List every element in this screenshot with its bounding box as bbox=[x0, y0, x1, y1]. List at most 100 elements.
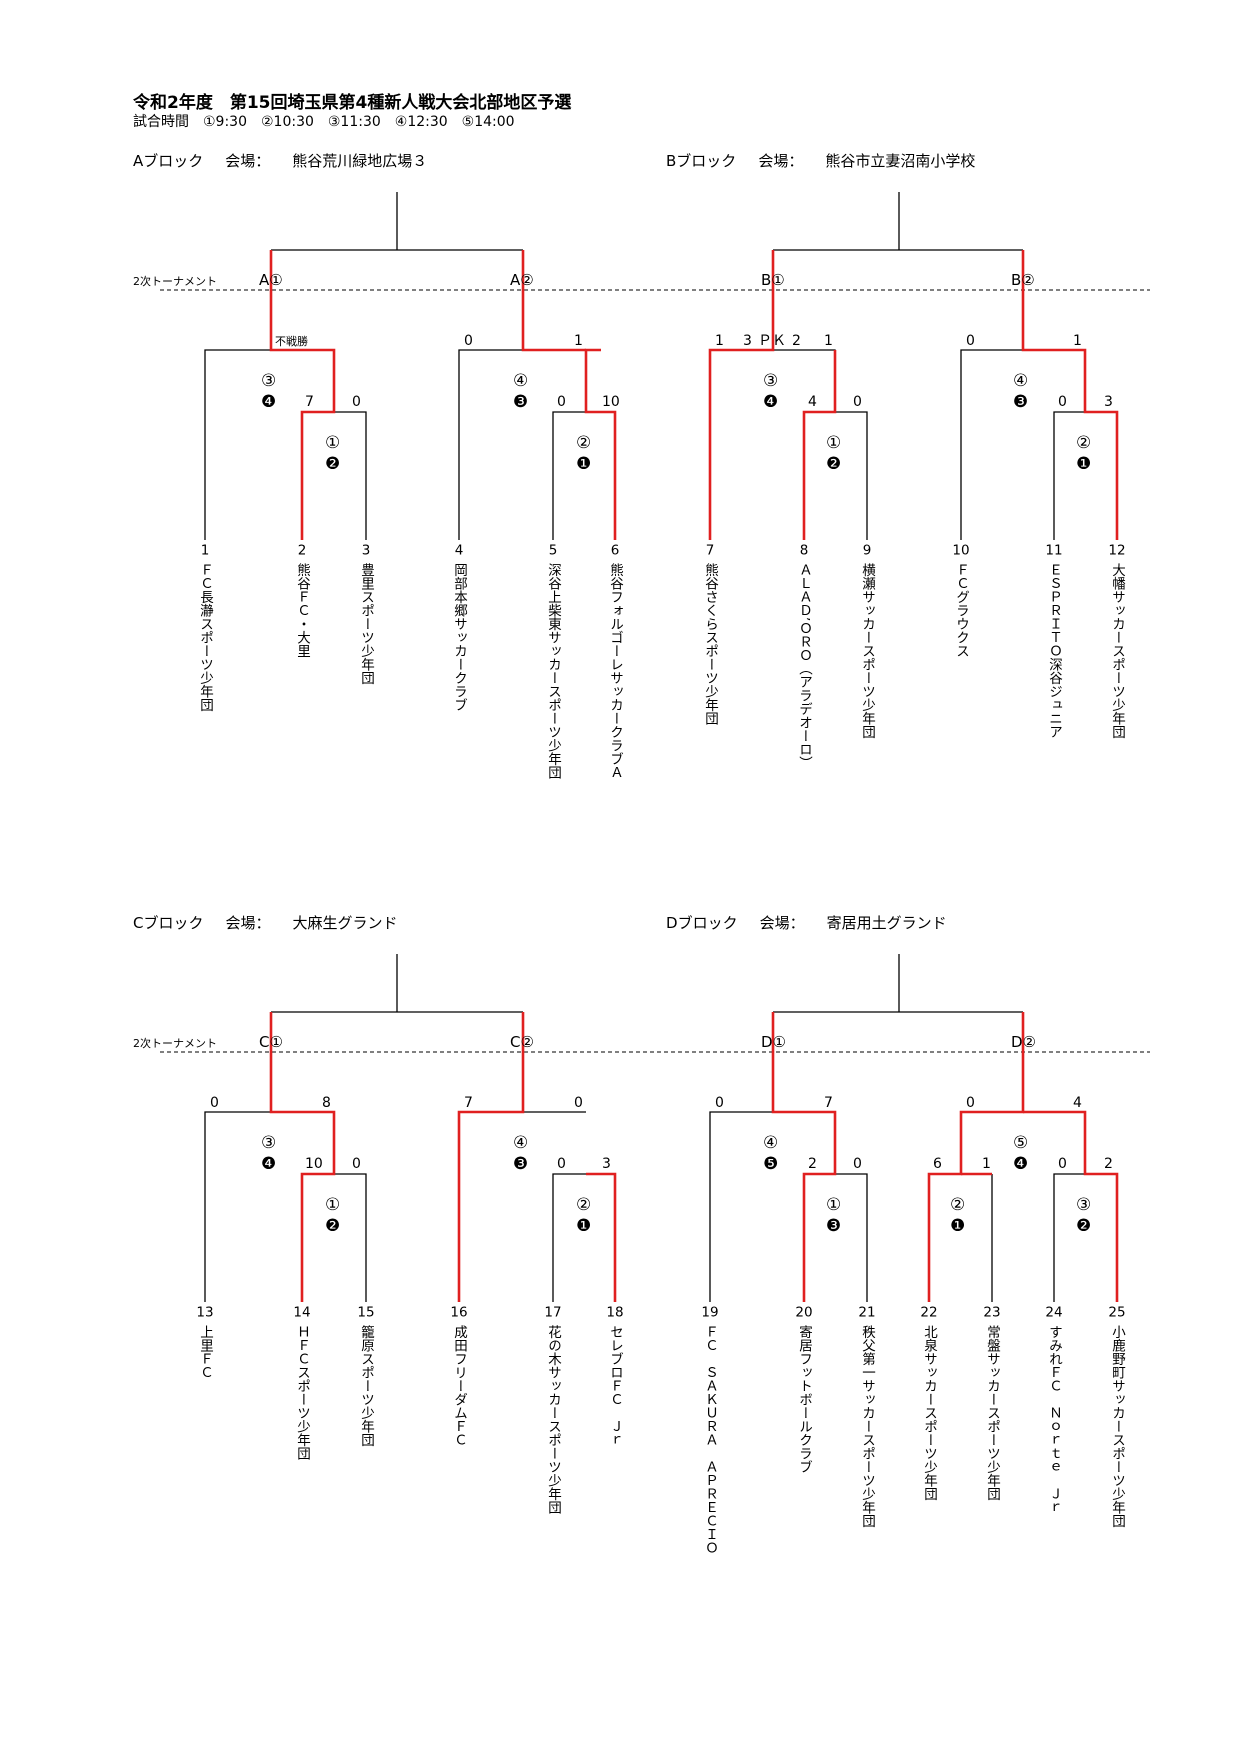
match-time: ② bbox=[576, 433, 591, 453]
team-name: 寄居フットボールクラブ bbox=[796, 1324, 813, 1474]
venue-word: 会場： bbox=[758, 152, 804, 170]
team-number: 10 bbox=[952, 543, 969, 559]
match-order: ❸ bbox=[513, 1154, 528, 1174]
block-c-winner-path bbox=[269, 1012, 617, 1302]
match-time: ② bbox=[576, 1195, 591, 1215]
team-number: 23 bbox=[983, 1305, 1000, 1321]
block-a-header: Aブロック会場：熊谷荒川緑地広場３ bbox=[133, 150, 427, 171]
score: 1 bbox=[715, 333, 724, 349]
block-word: ブロック bbox=[677, 914, 738, 932]
team-number: 11 bbox=[1045, 543, 1062, 559]
team-name: 花の木サッカースポーツ少年団 bbox=[545, 1325, 562, 1515]
team-name: ＦＣ ＳＡＫＵＲＡ ＡＰＲＥＣＩＯ bbox=[702, 1325, 718, 1555]
bracket-top: A① A② B① B② 不戦勝 7 0 0 1 0 10 ③ ❹ ① ❷ ④ ❸… bbox=[160, 192, 1150, 780]
second-round-label-bottom: 2次トーナメント bbox=[133, 1037, 217, 1050]
match-time: ① bbox=[325, 1195, 340, 1215]
block-letter: D bbox=[666, 914, 678, 932]
team-name: 岡部本郷サッカークラブ bbox=[451, 563, 468, 712]
block-c-header: Cブロック会場：大麻生グランド bbox=[133, 912, 398, 933]
block-d-lines bbox=[709, 954, 1085, 1302]
score: 1 bbox=[1073, 333, 1082, 349]
match-order: ❶ bbox=[576, 1216, 591, 1236]
team-name: セレブロＦＣ Ｊｒ bbox=[607, 1325, 624, 1447]
team-number: 5 bbox=[549, 543, 558, 559]
team-name: 小鹿野町サッカースポーツ少年団 bbox=[1109, 1325, 1126, 1528]
final-label: A② bbox=[510, 271, 534, 289]
block-letter: C bbox=[133, 914, 144, 932]
match-order: ❹ bbox=[261, 392, 276, 412]
team-number: 8 bbox=[800, 543, 809, 559]
match-time: ① bbox=[325, 433, 340, 453]
score: 1 bbox=[824, 333, 833, 349]
match-time: ④ bbox=[1013, 371, 1028, 391]
venue-word: 会場： bbox=[225, 914, 271, 932]
final-label: C② bbox=[510, 1033, 534, 1051]
match-time: ① bbox=[826, 433, 841, 453]
score: 4 bbox=[1073, 1095, 1082, 1111]
team-number: 18 bbox=[606, 1305, 623, 1321]
score: 0 bbox=[715, 1095, 724, 1111]
venue-name: 大麻生グランド bbox=[292, 914, 398, 932]
pk-score: 2 bbox=[792, 333, 801, 349]
match-order: ❷ bbox=[826, 454, 841, 474]
final-label: D① bbox=[761, 1033, 786, 1051]
block-c-lines bbox=[204, 954, 586, 1302]
team-name: ＨＦＣスポーツ少年団 bbox=[294, 1325, 311, 1460]
score: 0 bbox=[464, 333, 473, 349]
team-name: 熊谷ＦＣ・大里 bbox=[294, 563, 311, 658]
team-name: 籠原スポーツ少年団 bbox=[358, 1325, 375, 1447]
score: 6 bbox=[933, 1156, 942, 1172]
match-order: ❷ bbox=[325, 1216, 340, 1236]
team-number: 22 bbox=[920, 1305, 937, 1321]
match-order: ❸ bbox=[513, 392, 528, 412]
team-number: 4 bbox=[455, 543, 464, 559]
team-number: 7 bbox=[706, 543, 715, 559]
team-number: 21 bbox=[858, 1305, 875, 1321]
team-name: 熊谷さくらスポーツ少年団 bbox=[702, 563, 719, 726]
score: 0 bbox=[1058, 1156, 1067, 1172]
block-d-header: Dブロック会場：寄居用土グランド bbox=[666, 912, 947, 933]
second-round-label-top: 2次トーナメント bbox=[133, 275, 217, 288]
team-number: 2 bbox=[298, 543, 307, 559]
score: 2 bbox=[808, 1156, 817, 1172]
match-time: ③ bbox=[1076, 1195, 1091, 1215]
team-number: 3 bbox=[362, 543, 371, 559]
venue-word: 会場： bbox=[759, 914, 805, 932]
match-time: ④ bbox=[513, 1133, 528, 1153]
team-name: 成田フリーダムＦＣ bbox=[451, 1325, 468, 1447]
team-name: 熊谷フォルゴーレサッカークラブＡ bbox=[607, 563, 624, 779]
team-name: 常盤サッカースポーツ少年団 bbox=[984, 1325, 1001, 1501]
match-order: ❹ bbox=[1013, 1154, 1028, 1174]
venue-word: 会場： bbox=[225, 152, 271, 170]
team-number: 9 bbox=[863, 543, 872, 559]
match-order: ❷ bbox=[1076, 1216, 1091, 1236]
match-time: ③ bbox=[763, 371, 778, 391]
venue-name: 熊谷荒川緑地広場３ bbox=[292, 152, 428, 170]
match-order: ❶ bbox=[1076, 454, 1091, 474]
match-time: ③ bbox=[261, 1133, 276, 1153]
score: 3 bbox=[1104, 394, 1113, 410]
match-time: ⑤ bbox=[1013, 1133, 1028, 1153]
match-order: ❹ bbox=[763, 392, 778, 412]
block-b-winner-path bbox=[708, 250, 1119, 540]
team-name: 深谷上柴東サッカースポーツ少年団 bbox=[545, 563, 562, 780]
score: 0 bbox=[210, 1095, 219, 1111]
team-number: 16 bbox=[450, 1305, 467, 1321]
block-d-winner-path bbox=[771, 1012, 1119, 1302]
score: 0 bbox=[966, 333, 975, 349]
match-time: ② bbox=[950, 1195, 965, 1215]
team-name: 横瀬サッカースポーツ少年団 bbox=[859, 563, 876, 739]
score: 7 bbox=[464, 1095, 473, 1111]
final-label: B① bbox=[761, 271, 785, 289]
score: 0 bbox=[557, 1156, 566, 1172]
team-list-bottom: 13 上里ＦＣ 14 ＨＦＣスポーツ少年団 15 籠原スポーツ少年団 16 成田… bbox=[196, 1305, 1125, 1555]
pk-score: 3 bbox=[743, 333, 752, 349]
match-order: ❷ bbox=[325, 454, 340, 474]
score: 0 bbox=[352, 394, 361, 410]
block-word: ブロック bbox=[676, 152, 737, 170]
block-letter: A bbox=[133, 152, 144, 170]
score: 2 bbox=[1104, 1156, 1113, 1172]
match-order: ❺ bbox=[763, 1154, 778, 1174]
team-number: 25 bbox=[1108, 1305, 1125, 1321]
